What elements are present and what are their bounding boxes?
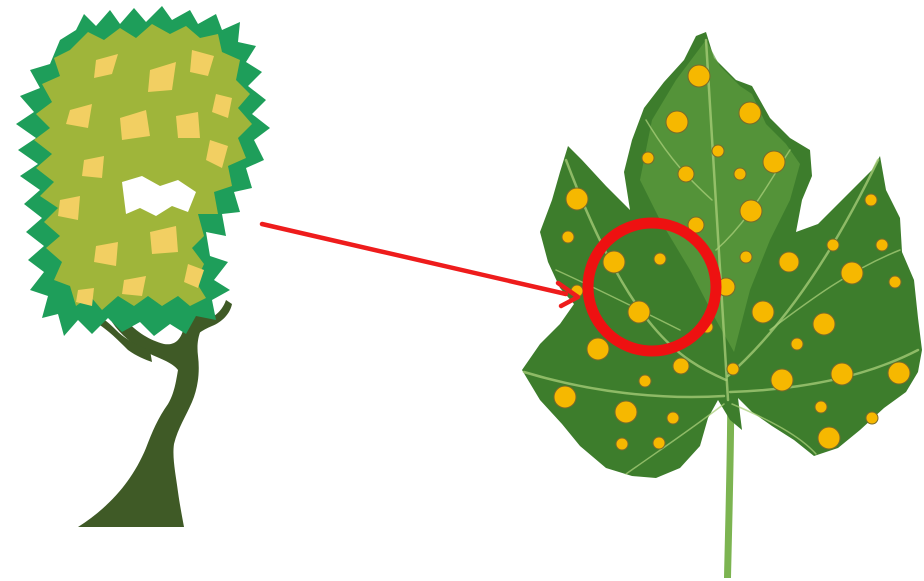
leaf-spot (688, 65, 710, 87)
arrow-line (262, 224, 566, 294)
leaf-spot (653, 437, 665, 449)
leaf-spot (888, 362, 910, 384)
leaf-spot (666, 111, 688, 133)
leaf-spot (889, 276, 901, 288)
leaf-spot (771, 369, 793, 391)
leaf-spot (779, 252, 799, 272)
tree-icon (16, 6, 270, 527)
leaf-spot (818, 427, 840, 449)
leaf-spot (831, 363, 853, 385)
leaf-spot (554, 386, 576, 408)
leaf-spot (866, 412, 878, 424)
leaf-spot (865, 194, 877, 206)
leaf-spot (603, 251, 625, 273)
leaf-spot (654, 253, 666, 265)
leaf-spot (739, 102, 761, 124)
leaf-spot (740, 251, 752, 263)
leaf-spot (815, 401, 827, 413)
leaf-spot (642, 152, 654, 164)
leaf-spot (827, 239, 839, 251)
canopy-highlight (176, 112, 200, 138)
leaf-spot (763, 151, 785, 173)
leaf-spot (587, 338, 609, 360)
leaf-spot (876, 239, 888, 251)
leaf-spot (712, 145, 724, 157)
leaf-spot (727, 363, 739, 375)
leaf-spot (628, 301, 650, 323)
arrow-icon (262, 224, 578, 306)
leaf-icon (522, 32, 922, 578)
leaf-spot (673, 358, 689, 374)
leaf-spot (562, 231, 574, 243)
leaf-spot (615, 401, 637, 423)
leaf-spot (740, 200, 762, 222)
leaf-spot (566, 188, 588, 210)
leaf-spot (791, 338, 803, 350)
leaf-spot (639, 375, 651, 387)
leaf-spot (841, 262, 863, 284)
leaf-spot (616, 438, 628, 450)
leaf-spot (678, 166, 694, 182)
leaf-spot (734, 168, 746, 180)
leaf-spot (667, 412, 679, 424)
leaf-spot (813, 313, 835, 335)
leaf-spot (752, 301, 774, 323)
